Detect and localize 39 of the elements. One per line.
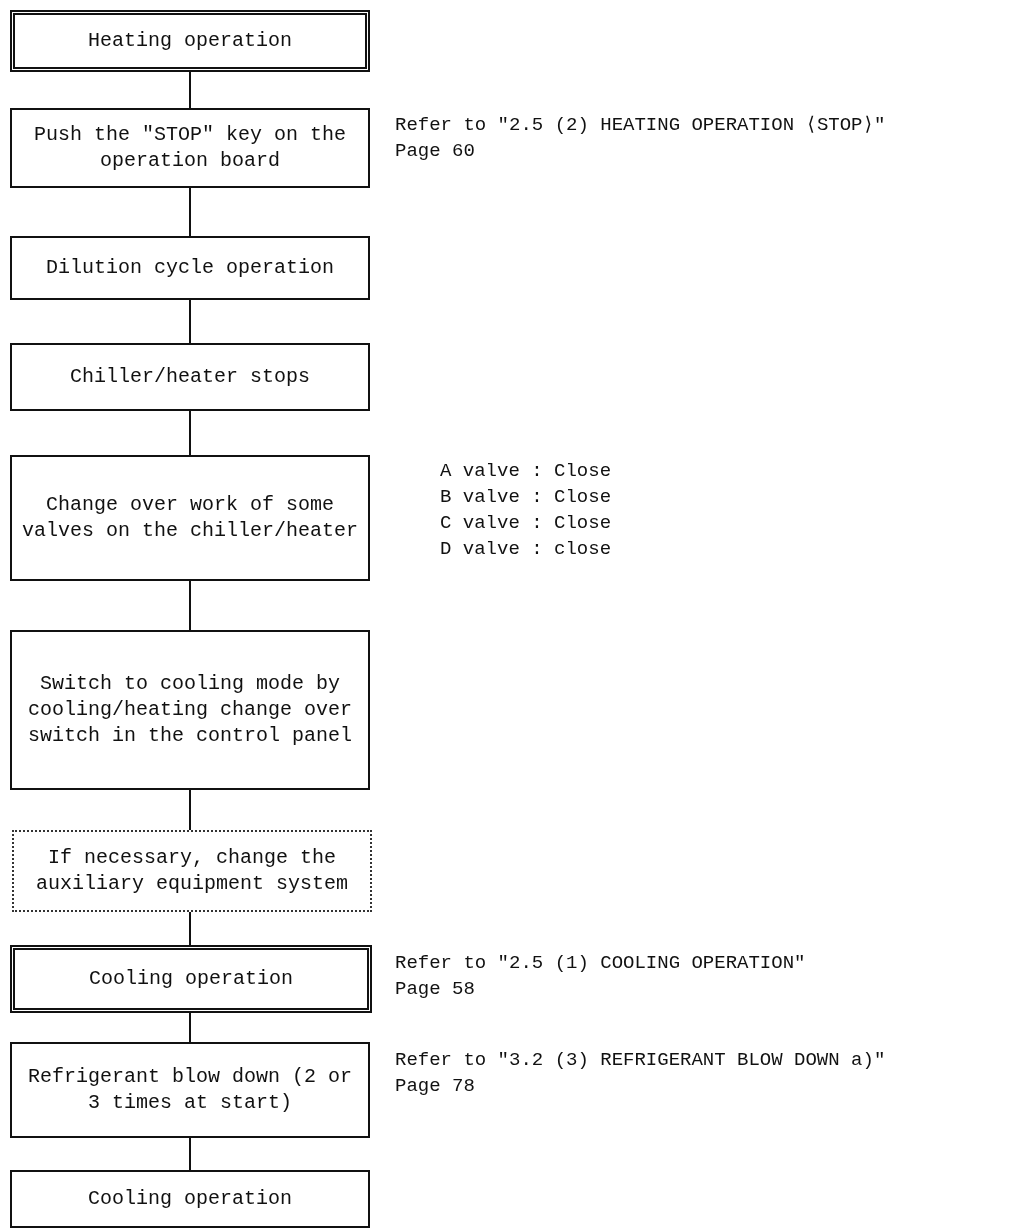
side-note: A valve : Close — [440, 459, 612, 484]
side-note: Page 60 — [395, 139, 475, 164]
step-text: If necessary, change the auxiliary equipment system — [34, 845, 350, 897]
side-note: Page 58 — [395, 977, 475, 1002]
connector-line — [189, 71, 191, 109]
process-box — [10, 108, 370, 188]
step-text: Heating operation — [87, 28, 292, 54]
connector-line — [189, 789, 191, 831]
connector-line — [189, 299, 191, 344]
step-text: Push the "STOP" key on the operation board — [32, 122, 348, 174]
connector-line — [189, 187, 191, 237]
process-box — [10, 1170, 370, 1228]
process-box — [10, 945, 372, 1013]
connector-line — [189, 580, 191, 631]
side-note: Refer to "2.5 (2) HEATING OPERATION ⟨STOP⟩" — [395, 113, 886, 138]
connector-line — [189, 911, 191, 946]
connector-line — [189, 410, 191, 456]
step-text: Chiller/heater stops — [69, 364, 310, 390]
step-text: Cooling operation — [88, 966, 293, 992]
process-box — [10, 343, 370, 411]
step-text: Dilution cycle operation — [45, 255, 334, 281]
step-text: Change over work of some valves on the chiller/heater — [20, 492, 360, 544]
process-box — [10, 1042, 370, 1138]
optional-step-box — [12, 830, 372, 912]
side-note: Page 78 — [395, 1074, 475, 1099]
connector-line — [189, 1012, 191, 1043]
side-note: D valve : close — [440, 537, 612, 562]
step-text: Refrigerant blow down (2 or 3 times at start) — [26, 1064, 354, 1116]
process-box — [10, 236, 370, 300]
process-box — [10, 455, 370, 581]
side-note: B valve : Close — [440, 485, 612, 510]
connector-line — [189, 1137, 191, 1171]
side-note: Refer to "3.2 (3) REFRIGERANT BLOW DOWN a)" — [395, 1048, 886, 1073]
side-note: C valve : Close — [440, 511, 612, 536]
process-box — [10, 10, 370, 72]
step-text: Cooling operation — [87, 1186, 292, 1212]
step-text: Switch to cooling mode by cooling/heating change over switch in the control panel — [26, 671, 354, 749]
side-note: Refer to "2.5 (1) COOLING OPERATION" — [395, 951, 806, 976]
process-box — [10, 630, 370, 790]
